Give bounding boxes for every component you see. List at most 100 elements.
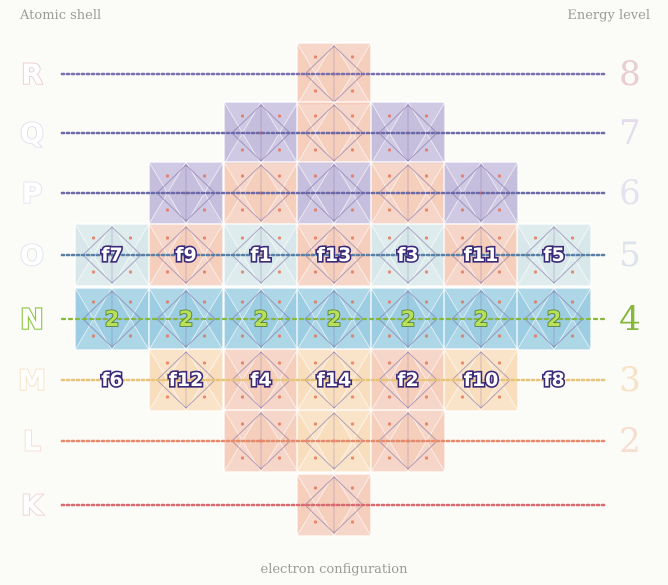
electron-dot: [128, 300, 133, 304]
electron-dot: [424, 395, 429, 399]
electron-dot: [277, 114, 282, 118]
electron-dot: [424, 148, 429, 152]
electron-dot: [202, 361, 207, 365]
electron-dot: [184, 317, 188, 321]
diamond-outline: [378, 164, 438, 222]
electron-dot: [387, 114, 392, 118]
electron-dot: [424, 422, 429, 426]
electron-dot: [277, 361, 282, 365]
electron-dot: [350, 395, 355, 399]
shell-letter-l: L: [23, 425, 41, 458]
electron-dot: [533, 300, 538, 304]
diamond-outline: [231, 226, 291, 284]
electron-dot: [277, 270, 282, 274]
diamond-outline: [156, 226, 216, 284]
electron-dot: [165, 395, 170, 399]
electron-dot: [460, 270, 465, 274]
diamond-outline: [304, 476, 364, 534]
electron-dot: [240, 148, 245, 152]
energy-level-3: 3: [619, 360, 641, 400]
orbital-block: [296, 348, 372, 412]
electron-dot: [165, 174, 170, 178]
diamond-outline: [378, 290, 438, 348]
electron-dot: [313, 114, 318, 118]
orbital-label-m: f6: [101, 369, 123, 391]
electron-dot: [277, 208, 282, 212]
electron-dot: [460, 395, 465, 399]
orbital-label-o: f9: [175, 244, 197, 266]
diamond-outline: [156, 351, 216, 409]
diamond-outline: [378, 351, 438, 409]
electron-dot: [128, 236, 133, 240]
shell-letter-k: K: [21, 489, 44, 522]
electron-dot: [497, 334, 502, 338]
orbital-label-o: f1: [250, 244, 272, 266]
diamond-outline: [231, 164, 291, 222]
diamond-outline: [451, 290, 511, 348]
electron-dot: [277, 395, 282, 399]
orbital-label-m: f8: [543, 369, 565, 391]
shell-letter-n: N: [20, 303, 43, 336]
electron-dot: [240, 361, 245, 365]
electron-dot: [350, 174, 355, 178]
diamond-outline: [304, 290, 364, 348]
electron-count-n: 2: [105, 307, 120, 331]
orbital-label-o: f5: [543, 244, 565, 266]
electron-dot: [460, 300, 465, 304]
electron-dot: [277, 422, 282, 426]
electron-dot: [424, 456, 429, 460]
electron-dot: [202, 395, 207, 399]
electron-dot: [350, 456, 355, 460]
electron-dot: [350, 270, 355, 274]
diamond-outline: [304, 412, 364, 470]
orbital-label-o: f7: [101, 244, 123, 266]
electron-dot: [202, 208, 207, 212]
electron-count-n: 2: [254, 307, 269, 331]
electron-dot: [313, 300, 318, 304]
electron-dot: [240, 334, 245, 338]
shell-letter-o: O: [20, 239, 44, 272]
block-layer: [74, 42, 592, 537]
electron-dot: [277, 148, 282, 152]
electron-dot: [202, 270, 207, 274]
electron-dot: [202, 174, 207, 178]
electron-dot: [91, 334, 96, 338]
orbital-label-m: f4: [250, 369, 272, 391]
electron-dot: [165, 334, 170, 338]
electron-count-n: 2: [401, 307, 416, 331]
electron-dot: [424, 300, 429, 304]
electron-dot: [350, 334, 355, 338]
electron-dot: [313, 270, 318, 274]
electron-dot: [313, 334, 318, 338]
diamond-outline: [378, 412, 438, 470]
electron-dot: [313, 89, 318, 93]
electron-dot: [570, 270, 575, 274]
electron-dot: [313, 520, 318, 524]
electron-dot: [387, 456, 392, 460]
electron-dot: [313, 174, 318, 178]
electron-count-n: 2: [547, 307, 562, 331]
diamond-outline: [82, 226, 142, 284]
electron-dot: [570, 300, 575, 304]
electron-dot: [277, 300, 282, 304]
electron-dot: [570, 236, 575, 240]
electron-dot: [387, 236, 392, 240]
electron-dot: [497, 361, 502, 365]
orbital-label-o: f3: [397, 244, 419, 266]
electron-dot: [497, 395, 502, 399]
electron-dot: [240, 300, 245, 304]
electron-dot: [277, 174, 282, 178]
electron-dot: [497, 236, 502, 240]
orbital-label-m: f10: [464, 369, 499, 391]
electron-dot: [533, 334, 538, 338]
shell-letter-r: R: [21, 58, 43, 91]
electron-dot: [240, 236, 245, 240]
electron-dot: [387, 422, 392, 426]
electron-dot: [313, 456, 318, 460]
orbital-label-m: f2: [397, 369, 419, 391]
electron-dot: [387, 174, 392, 178]
diamond-outline: [231, 351, 291, 409]
electron-dot: [424, 361, 429, 365]
